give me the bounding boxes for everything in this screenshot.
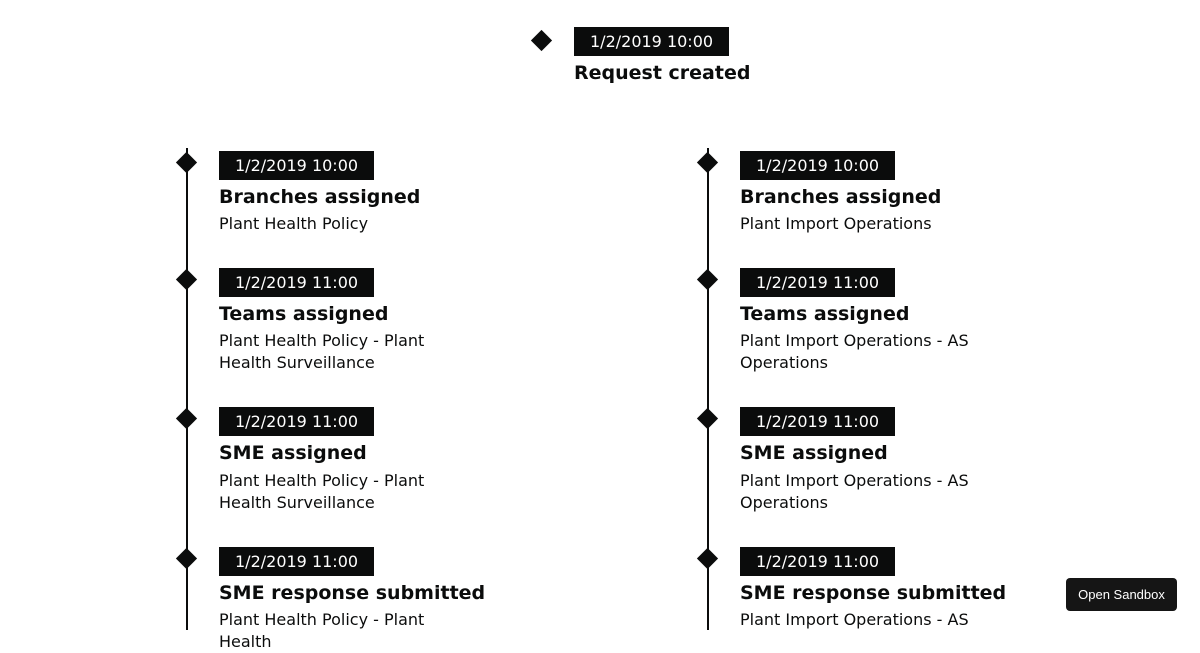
timeline-marker-diamond <box>175 151 198 174</box>
event-title: SME response submitted <box>219 582 486 604</box>
event-date-tag: 1/2/2019 10:00 <box>574 27 730 56</box>
event-title: Branches assigned <box>219 186 421 208</box>
event-date-tag: 1/2/2019 11:00 <box>219 407 375 436</box>
timeline-marker-diamond <box>696 151 719 174</box>
event-title: Teams assigned <box>219 303 389 325</box>
event-description: Plant Health Policy <box>219 214 369 233</box>
timeline-marker-diamond <box>696 268 719 291</box>
event-title: Teams assigned <box>740 303 910 325</box>
event-title: SME assigned <box>740 442 888 464</box>
event-title: SME assigned <box>219 442 367 464</box>
event-description: Plant Health Policy - Plant Health Surve… <box>219 471 425 512</box>
open-sandbox-button[interactable]: Open Sandbox <box>1066 578 1177 611</box>
timeline-marker-diamond <box>696 547 719 570</box>
event-date-tag: 1/2/2019 11:00 <box>219 547 375 576</box>
event-date-tag: 1/2/2019 11:00 <box>740 268 896 297</box>
event-date-tag: 1/2/2019 11:00 <box>219 268 375 297</box>
event-title: Request created <box>574 62 751 84</box>
timeline-line-left <box>186 148 188 630</box>
timeline-marker-diamond <box>175 268 198 291</box>
event-date-tag: 1/2/2019 11:00 <box>740 547 896 576</box>
event-description: Plant Import Operations - AS <box>740 610 969 629</box>
event-date-tag: 1/2/2019 10:00 <box>219 151 375 180</box>
timeline-marker-diamond <box>175 407 198 430</box>
timeline-marker-diamond <box>530 29 553 52</box>
timeline-marker-diamond <box>175 547 198 570</box>
event-title: Branches assigned <box>740 186 942 208</box>
timeline-line-right <box>707 148 709 630</box>
event-description: Plant Import Operations - AS Operations <box>740 471 969 512</box>
event-description: Plant Import Operations <box>740 214 932 233</box>
event-date-tag: 1/2/2019 11:00 <box>740 407 896 436</box>
event-description: Plant Health Policy - Plant Health <box>219 610 425 651</box>
event-title: SME response submitted <box>740 582 1007 604</box>
event-description: Plant Health Policy - Plant Health Surve… <box>219 331 425 372</box>
event-description: Plant Import Operations - AS Operations <box>740 331 969 372</box>
timeline-marker-diamond <box>696 407 719 430</box>
event-date-tag: 1/2/2019 10:00 <box>740 151 896 180</box>
